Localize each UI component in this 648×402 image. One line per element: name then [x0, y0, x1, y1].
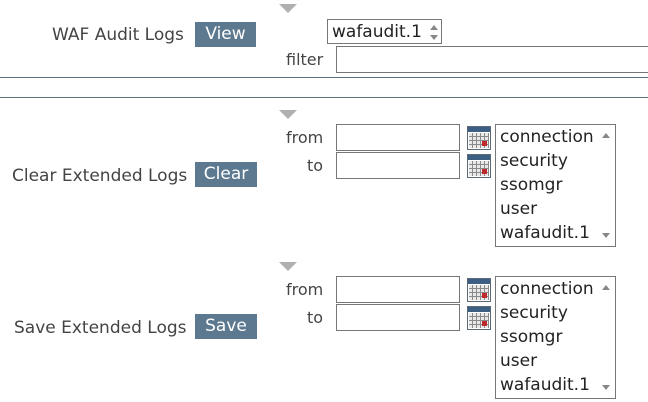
- save-log-listbox[interactable]: connection security ssomgr user wafaudit…: [495, 276, 616, 399]
- view-button[interactable]: View: [195, 22, 256, 47]
- list-item[interactable]: ssomgr: [500, 327, 563, 347]
- clear-from-input[interactable]: [336, 124, 460, 151]
- list-item[interactable]: security: [500, 303, 568, 323]
- scroll-down-icon[interactable]: [602, 385, 610, 390]
- clear-button[interactable]: Clear: [195, 162, 257, 187]
- filter-label: filter: [286, 50, 324, 69]
- save-button[interactable]: Save: [195, 314, 257, 339]
- save-from-input[interactable]: [336, 276, 460, 303]
- scroll-up-icon[interactable]: [602, 133, 610, 138]
- list-item[interactable]: connection: [500, 279, 594, 299]
- list-item[interactable]: ssomgr: [500, 175, 563, 195]
- divider-line: [0, 97, 648, 98]
- list-item[interactable]: wafaudit.1: [500, 375, 590, 395]
- save-extended-logs-label: Save Extended Logs: [14, 318, 187, 338]
- collapse-toggle-clear-icon[interactable]: [279, 110, 297, 119]
- save-to-input[interactable]: [336, 304, 460, 331]
- scroll-up-icon[interactable]: [602, 285, 610, 290]
- calendar-icon[interactable]: [467, 278, 491, 302]
- waf-log-select[interactable]: wafaudit.1: [327, 19, 442, 44]
- clear-from-label: from: [286, 128, 324, 147]
- list-item[interactable]: user: [500, 199, 538, 219]
- collapse-toggle-save-icon[interactable]: [279, 262, 297, 271]
- list-item[interactable]: wafaudit.1: [500, 223, 590, 243]
- calendar-icon[interactable]: [467, 154, 491, 178]
- list-item[interactable]: connection: [500, 127, 594, 147]
- list-item[interactable]: security: [500, 151, 568, 171]
- save-from-label: from: [286, 280, 324, 299]
- filter-input[interactable]: [336, 46, 648, 73]
- clear-log-listbox[interactable]: connection security ssomgr user wafaudit…: [495, 124, 616, 247]
- scroll-down-icon[interactable]: [602, 233, 610, 238]
- clear-to-label: to: [307, 156, 324, 175]
- waf-audit-logs-label: WAF Audit Logs: [52, 25, 184, 45]
- waf-log-select-value: wafaudit.1: [332, 22, 422, 42]
- scrollbar[interactable]: [598, 277, 615, 398]
- collapse-toggle-waf-icon[interactable]: [279, 4, 297, 13]
- divider-line: [0, 77, 648, 78]
- scrollbar[interactable]: [598, 125, 615, 246]
- save-to-label: to: [307, 308, 324, 327]
- calendar-icon[interactable]: [467, 126, 491, 150]
- spinner-icon[interactable]: [429, 23, 439, 43]
- clear-to-input[interactable]: [336, 152, 460, 179]
- calendar-icon[interactable]: [467, 306, 491, 330]
- list-item[interactable]: user: [500, 351, 538, 371]
- clear-extended-logs-label: Clear Extended Logs: [12, 166, 188, 186]
